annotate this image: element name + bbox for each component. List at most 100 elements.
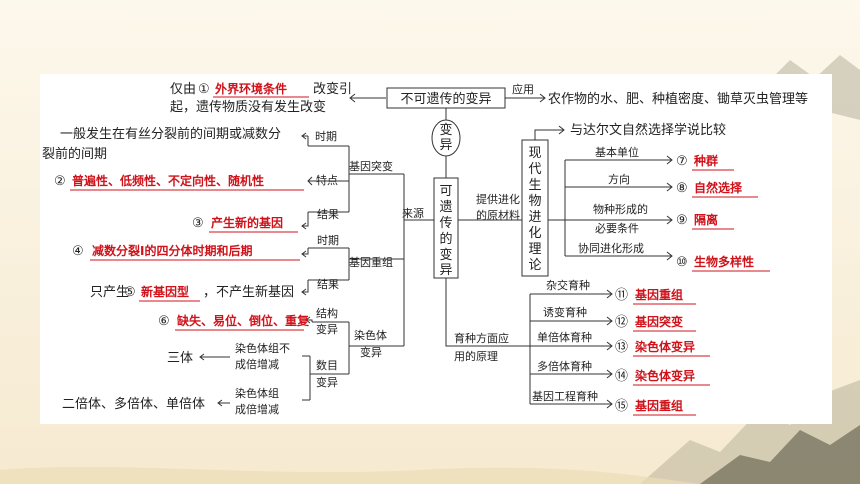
darwin-text: 与达尔文自然选择学说比较 xyxy=(570,122,726,138)
diagram-panel: 仅由 ① 外界环境条件 改变引 起，遗传物质没有发生改变 不可遗传的变异 应用 … xyxy=(40,74,832,424)
arrowhead-breed-2 xyxy=(606,316,613,326)
number-label-1: 数目 xyxy=(316,359,338,372)
arrowhead-evo-4 xyxy=(666,251,673,261)
answer-10: 生物多样性 xyxy=(694,254,754,269)
top-left-text-2: 改变引 xyxy=(313,81,352,97)
arrowhead-mutation-result xyxy=(301,222,307,230)
source-branch: 来源 xyxy=(349,173,434,347)
answer-8: 自然选择 xyxy=(694,180,743,195)
arrowhead-breed-1 xyxy=(606,289,613,299)
center-nodes: 变 异 可 遗 传 的 变 异 xyxy=(431,108,461,279)
recomb-period-label: 时期 xyxy=(317,234,339,247)
evo-row-4-label: 协同进化形成 xyxy=(578,241,644,255)
arrowhead-darwin xyxy=(558,125,565,135)
evo-row-3-label-1: 物种形成的 xyxy=(593,202,648,216)
non-heritable-label: 不可遗传的变异 xyxy=(400,91,491,107)
arrowhead-top-left xyxy=(349,93,356,103)
line-to-breeding xyxy=(445,278,530,347)
evo-row-1-label: 基本单位 xyxy=(595,145,639,159)
source-label: 来源 xyxy=(402,206,424,220)
answer-3: 产生新的基因 xyxy=(211,215,283,230)
non-multiple-2: 成倍增减 xyxy=(235,357,279,371)
arrowhead-breed-4 xyxy=(606,369,613,379)
breed-row-2-num: ⑫ xyxy=(615,315,628,330)
gene-mutation-group: 基因突变 时期 一般发生在有丝分裂前的间期或减数分 裂前的间期 特点 ② 普遍性… xyxy=(42,126,393,233)
top-left-text-1: 仅由 xyxy=(170,82,196,97)
answer-6: 缺失、易位、倒位、重复 xyxy=(177,313,310,328)
recomb-result-num: ⑤ xyxy=(124,285,136,300)
arrowhead-recomb-period xyxy=(301,250,307,258)
answer-5: 新基因型 xyxy=(141,284,189,299)
ploidy-text: 二倍体、多倍体、单倍体 xyxy=(62,396,205,412)
mutation-traits-num: ② xyxy=(54,174,66,189)
evolution-char-2: 代 xyxy=(528,162,541,177)
recomb-result-label: 结果 xyxy=(317,278,339,291)
gene-recombination-group: 基因重组 时期 ④ 减数分裂Ⅰ的四分体时期和后期 结果 只产生 ⑤ 新基因型 ，… xyxy=(72,234,393,302)
arrowhead-mutation-traits xyxy=(307,176,313,186)
mutation-period-label: 时期 xyxy=(315,130,337,143)
answer-15: 基因重组 xyxy=(634,398,683,413)
arrowhead-struct xyxy=(305,316,311,324)
recomb-result-post: ，不产生新基因 xyxy=(203,284,294,300)
breed-row-1-label: 杂交育种 xyxy=(546,278,590,292)
evolution-box xyxy=(521,139,549,277)
evolution-char-1: 现 xyxy=(528,146,541,161)
top-left-text-3: 起，遗传物质没有发生改变 xyxy=(170,99,326,115)
evolution-char-4: 物 xyxy=(528,194,541,209)
answer-14: 染色体变异 xyxy=(634,368,695,383)
arrowhead-apply xyxy=(539,93,546,103)
recomb-period-num: ④ xyxy=(72,244,84,259)
struct-label-1: 结构 xyxy=(316,306,338,320)
breed-row-5-num: ⑮ xyxy=(615,399,628,414)
heritable-char-3: 传 xyxy=(439,216,452,231)
answer-11: 基因重组 xyxy=(634,287,683,302)
evolution-char-7: 理 xyxy=(528,242,541,257)
mountain-near xyxy=(700,425,860,484)
concept-map: 仅由 ① 外界环境条件 改变引 起，遗传物质没有发生改变 不可遗传的变异 应用 … xyxy=(42,81,808,416)
evolution-char-8: 论 xyxy=(528,258,541,273)
apply-text: 农作物的水、肥、种植密度、锄草灭虫管理等 xyxy=(548,91,808,107)
hill-foreground xyxy=(0,466,700,484)
arrowhead-breed-3 xyxy=(606,341,613,351)
evolution-branch: 提供进化 的原材料 现 代 生 物 进 化 理 论 与达尔文自然选择学说比较 基… xyxy=(458,122,770,277)
recomb-period-arrow-line xyxy=(302,248,309,255)
arrowhead-ploidy xyxy=(217,399,223,407)
breed-row-3-label: 单倍体育种 xyxy=(537,330,592,344)
chromosome-group-label-2: 变异 xyxy=(360,345,382,359)
mutation-period-text-1: 一般发生在有丝分裂前的间期或减数分 xyxy=(60,126,281,142)
struct-num: ⑥ xyxy=(158,314,170,329)
breed-row-4-num: ⑭ xyxy=(615,369,628,384)
recomb-result-arrow-line xyxy=(302,280,309,293)
breed-row-3-num: ⑬ xyxy=(615,340,628,355)
answer-1: 外界环境条件 xyxy=(215,81,287,96)
answer-9: 隔离 xyxy=(694,212,718,227)
multiple-2: 成倍增减 xyxy=(235,402,279,416)
arrowhead-breed-5 xyxy=(606,399,613,409)
breed-row-1-num: ⑪ xyxy=(615,288,628,303)
evo-row-2-label: 方向 xyxy=(608,172,630,186)
recomb-result-pre: 只产生 xyxy=(90,285,129,300)
recomb-group-label: 基因重组 xyxy=(349,255,393,269)
apply-label: 应用 xyxy=(512,82,534,96)
breed-row-5-label: 基因工程育种 xyxy=(532,389,598,403)
chromosome-variation-group: 染色体 变异 结构 变异 ⑥ 缺失、易位、倒位、重复 数目 变异 染色体组不 成… xyxy=(62,306,387,416)
mutation-period-text-2: 裂前的间期 xyxy=(42,146,107,162)
bian-char-2: 异 xyxy=(439,138,452,153)
evolution-char-5: 进 xyxy=(528,210,541,225)
chromosome-group-label-1: 染色体 xyxy=(354,328,387,342)
heritable-box xyxy=(433,177,459,279)
arrowhead-evo-3 xyxy=(666,215,673,225)
evo-row-3-num: ⑨ xyxy=(676,213,688,228)
mutation-group-label: 基因突变 xyxy=(349,159,393,173)
breeding-branch: 育种方面应 用的原理 杂交育种 ⑪ 基因重组 诱变育种 ⑫ 基因突变 单倍体育种… xyxy=(445,278,710,416)
darwin-line xyxy=(534,129,564,140)
mutation-result-num: ③ xyxy=(192,216,204,231)
mutation-result-arrow-line xyxy=(302,212,309,227)
struct-label-2: 变异 xyxy=(316,322,338,336)
provide-label-1: 提供进化 xyxy=(476,192,520,206)
heritable-char-6: 异 xyxy=(439,263,452,278)
mutation-result-label: 结果 xyxy=(317,208,339,221)
answer-7: 种群 xyxy=(693,153,718,168)
arrowhead-recomb-result xyxy=(301,288,307,296)
answer-4: 减数分裂Ⅰ的四分体时期和后期 xyxy=(92,243,252,258)
